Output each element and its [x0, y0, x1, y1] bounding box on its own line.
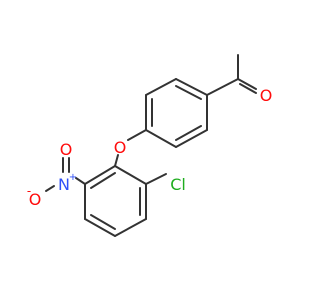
atom-ether-oxygen: O [114, 138, 127, 157]
bond-carbonyl-1 [237, 78, 257, 90]
bond-chlorine [145, 173, 167, 185]
bond-acetyl-ring [206, 78, 239, 96]
atom-nitro-nitrogen-charge: + [69, 172, 77, 183]
bond-ring2-f [84, 165, 116, 185]
bond-ether-1 [127, 129, 147, 141]
bond-ring2-f-inner [90, 172, 116, 189]
atom-labels: O O Cl N + O O - [27, 86, 272, 209]
atom-nitro-nitrogen: N [58, 175, 70, 194]
bond-ring1-a-inner [175, 85, 202, 100]
bond-ring2-d [84, 218, 116, 237]
bond-carbonyl-2 [239, 83, 257, 94]
bond-lines [45, 54, 257, 237]
atom-nitro-oxygen-double: O [60, 140, 73, 159]
bond-ring1-e [175, 129, 208, 148]
bond-ring1-b [145, 78, 177, 96]
bond-ring2-d-inner [90, 214, 116, 230]
atom-nitro-oxygen-single: O [29, 190, 42, 209]
bond-ether-2 [114, 154, 119, 167]
atom-carbonyl-oxygen: O [260, 86, 273, 105]
molecule-canvas: O O Cl N + O O - [27, 54, 272, 237]
bond-nitro [75, 177, 86, 185]
atom-chlorine: Cl [170, 175, 186, 194]
bond-nitro-single [45, 185, 55, 192]
bond-ring1-e-inner [175, 125, 202, 141]
molecule-structure: O O Cl N + O O - [27, 54, 272, 237]
bond-ring1-a [175, 78, 208, 96]
atom-nitro-oxygen-charge: - [27, 184, 31, 198]
bond-ring1-d [145, 129, 177, 148]
bond-ring2-c [114, 218, 147, 237]
bond-ring2-a [114, 165, 147, 185]
